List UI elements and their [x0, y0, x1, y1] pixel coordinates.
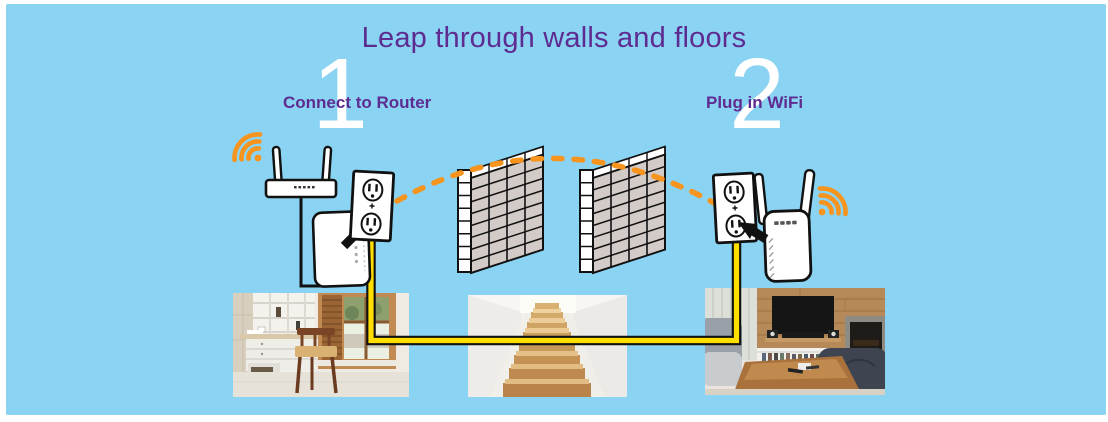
step-1-number: 1 — [312, 38, 368, 150]
step-1-label: Connect to Router — [283, 93, 432, 112]
wifi-signal-left-icon — [229, 129, 273, 173]
ethernet-cable-icon — [366, 237, 742, 346]
wifi-signal-right-icon — [807, 183, 851, 227]
wifi-path-icon — [394, 155, 728, 212]
router-icon — [264, 145, 338, 199]
plug-arrow-right-icon — [738, 222, 769, 243]
outlet-left-icon — [348, 169, 396, 243]
step-2-label: Plug in WiFi — [706, 93, 804, 112]
home-office-photo — [233, 293, 409, 397]
living-room-photo — [705, 288, 885, 395]
wifi-extender-icon — [753, 168, 816, 283]
step-2-number: 2 — [729, 38, 785, 150]
diagram-title: Leap through walls and floors — [361, 22, 747, 54]
staircase-photo — [468, 295, 627, 397]
